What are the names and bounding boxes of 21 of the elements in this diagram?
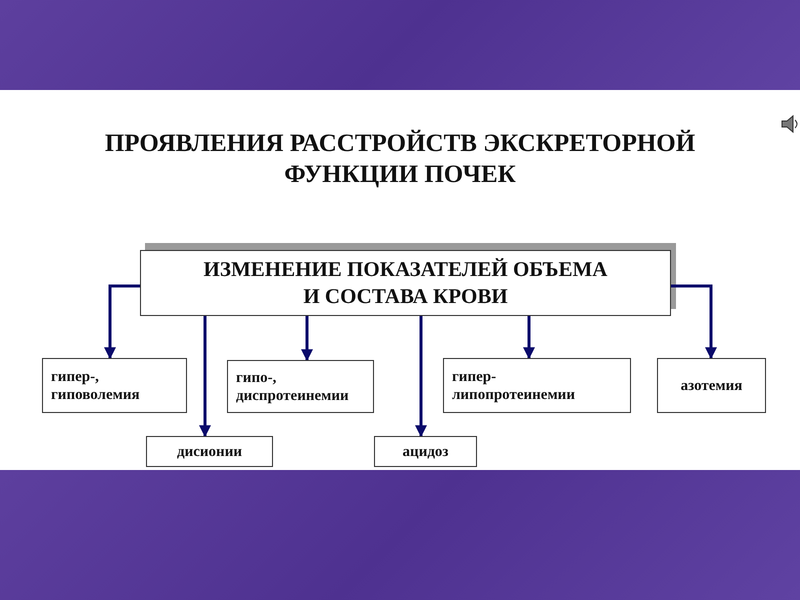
box-label: дисионии bbox=[177, 442, 242, 460]
result-box bbox=[146, 436, 273, 467]
arrow bbox=[523, 316, 535, 360]
arrow bbox=[301, 316, 313, 362]
result-box bbox=[227, 360, 374, 413]
arrow bbox=[104, 284, 140, 360]
box-label: гипер-, гиповолемия bbox=[51, 368, 141, 404]
result-box bbox=[657, 358, 766, 413]
box-label: азотемия bbox=[680, 376, 742, 394]
arrow bbox=[199, 316, 211, 438]
arrow bbox=[415, 316, 427, 438]
result-box bbox=[374, 436, 477, 467]
result-box bbox=[42, 358, 187, 413]
title: ПРОЯВЛЕНИЯ РАССТРОЙСТВ ЭКСКРЕТОРНОЙ ФУНКЦИИ ПОЧЕК bbox=[104, 128, 696, 190]
box-label: гипо-, диспротеинемии bbox=[236, 368, 350, 404]
result-box bbox=[443, 358, 631, 413]
box-label: ИЗМЕНЕНИЕ ПОКАЗАТЕЛЕЙ ОБЪЕМА И СОСТАВА КРОВИ bbox=[202, 256, 608, 310]
main-box bbox=[140, 250, 671, 316]
arrow bbox=[671, 284, 717, 360]
box-label: ацидоз bbox=[402, 442, 448, 460]
box-label: гипер- липопротеинемии bbox=[452, 368, 576, 404]
